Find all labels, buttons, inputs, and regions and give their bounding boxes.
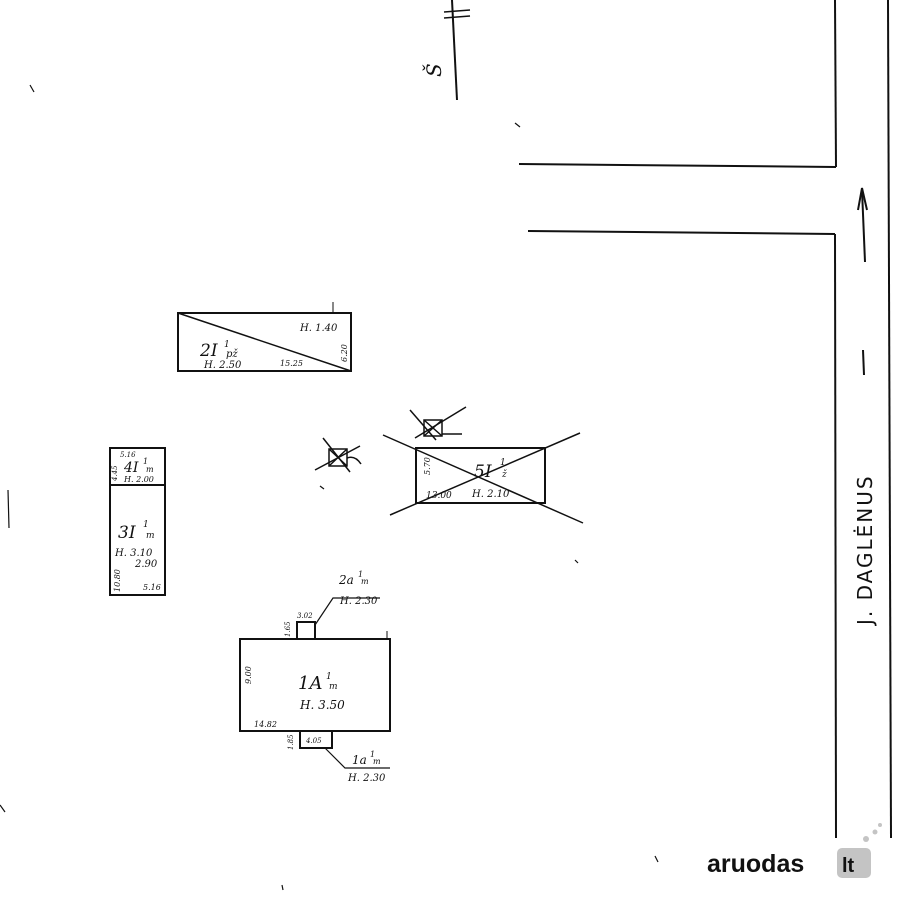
building-2-label: 2I [199, 341, 218, 361]
building-3-sub: m [146, 531, 155, 541]
building-2a [296, 597, 380, 640]
watermark-text: aruodas [707, 850, 804, 878]
building-5-dim-height: 5.70 [423, 457, 432, 475]
building-5-label: 5I [474, 462, 492, 482]
watermark-dot-1 [863, 836, 869, 842]
building-2-height-top: H. 1.40 [299, 323, 338, 334]
building-2a-label: 2a [338, 573, 354, 587]
scan-specks [0, 84, 659, 891]
building-4-sup: 1 [143, 457, 148, 466]
building-2a-sub: m [361, 577, 369, 586]
street-boundaries [518, 0, 892, 839]
building-2-dim-width: 15.25 [280, 359, 303, 368]
building-2a-dim-width: 3.02 [297, 612, 313, 620]
building-1-height: H. 3.50 [299, 698, 345, 712]
building-1a-sup: 1 [370, 750, 375, 759]
building-4-dim-height: 4.45 [111, 465, 119, 482]
north-mark: Š [422, 63, 446, 77]
demolished-small-shed-2 [314, 437, 362, 473]
building-1a-dim-width: 4.05 [305, 737, 322, 745]
building-1a-sub: m [373, 757, 381, 766]
building-5-dim-width: 13.00 [426, 491, 452, 501]
building-3-dim-height: 10.80 [113, 569, 122, 592]
north-arrow [443, 0, 471, 101]
building-2-height: H. 2.50 [203, 360, 242, 371]
watermark-dot-3 [878, 823, 882, 827]
building-1-dim-width: 14.82 [254, 720, 277, 729]
building-5 [382, 432, 584, 524]
building-1a-dim-height: 1.85 [287, 734, 295, 750]
building-3 [109, 484, 166, 596]
building-2a-dim-height: 1.65 [284, 621, 292, 637]
building-1a-height: H. 2.30 [347, 773, 386, 784]
street-direction-arrow [857, 187, 868, 376]
demolished-small-shed-1 [409, 406, 467, 441]
building-3-label: 3I [118, 523, 136, 543]
building-4-height: H. 2.00 [123, 475, 154, 484]
building-2-dim-height: 6.20 [340, 344, 349, 362]
building-3-dim-width: 5.16 [143, 583, 161, 592]
building-4-dim-width: 5.16 [120, 451, 136, 459]
building-4-sub: m [146, 465, 154, 474]
building-2a-sup: 1 [358, 570, 363, 579]
building-5-height: H. 2.10 [471, 489, 510, 500]
building-3-height: H. 3.10 [114, 548, 153, 559]
building-1-sup: 1 [326, 672, 332, 682]
building-1a [299, 730, 390, 769]
building-1-sub: m [329, 682, 338, 692]
building-2 [177, 302, 352, 372]
watermark: aruodas lt [707, 823, 882, 878]
building-5-sup: 1 [500, 458, 506, 468]
building-1-label: 1A [298, 673, 322, 694]
building-1a-label: 1a [352, 753, 367, 767]
building-5-sub: ž [501, 469, 507, 480]
building-2a-height: H. 2.30 [339, 596, 378, 607]
watermark-dot-2 [872, 829, 878, 835]
building-1-dim-height: 9.00 [244, 666, 253, 684]
building-2-sup: 1 [224, 340, 230, 350]
building-3-height-alt: 2.90 [134, 559, 158, 570]
building-4-label: 4I [123, 460, 139, 476]
building-2-sub: pž [226, 349, 238, 360]
watermark-tld: lt [842, 855, 855, 877]
street-name: J. DAGLĖNUS [853, 474, 877, 627]
building-3-sup: 1 [143, 520, 149, 530]
watermark-badge [837, 848, 871, 878]
